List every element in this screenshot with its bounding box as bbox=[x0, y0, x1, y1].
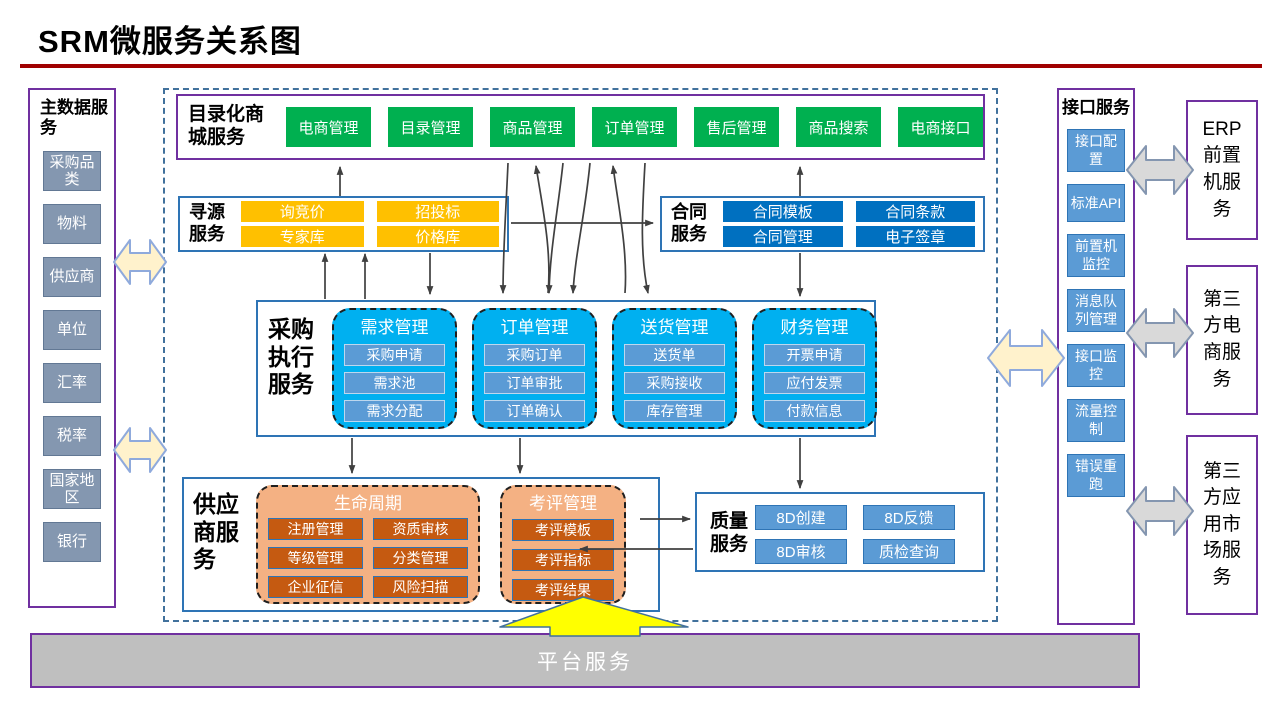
supplier-label: 供应商服务 bbox=[193, 491, 239, 573]
master-data-panel: 主数据服务 采购品类 物料 供应商 单位 汇率 税率 国家地区 银行 bbox=[28, 88, 116, 608]
contract-item: 合同条款 bbox=[855, 201, 975, 222]
group-title: 考评管理 bbox=[529, 494, 597, 513]
lifecycle-group: 生命周期 注册管理 资质审核 等级管理 分类管理 企业征信 风险扫描 bbox=[256, 485, 480, 604]
group-item: 开票申请 bbox=[764, 344, 865, 366]
master-item: 汇率 bbox=[43, 362, 101, 403]
evaluation-group: 考评管理 考评模板 考评指标 考评结果 bbox=[500, 485, 626, 604]
master-data-label: 主数据服务 bbox=[40, 98, 108, 138]
interface-label: 接口服务 bbox=[1062, 98, 1130, 117]
contract-items: 合同模板 合同条款 合同管理 电子签章 bbox=[723, 201, 975, 247]
group-item: 考评指标 bbox=[512, 549, 614, 571]
external-label: 第三方电商服务 bbox=[1202, 288, 1241, 390]
delivery-mgmt-group: 送货管理 送货单 采购接收 库存管理 bbox=[612, 308, 737, 429]
sourcing-label: 寻源服务 bbox=[189, 202, 225, 244]
interface-item: 接口配置 bbox=[1067, 129, 1125, 173]
group-title: 送货管理 bbox=[640, 318, 709, 337]
group-title: 生命周期 bbox=[334, 494, 402, 513]
group-item: 付款信息 bbox=[764, 400, 865, 422]
master-item: 国家地区 bbox=[43, 468, 101, 509]
sourcing-panel: 寻源服务 询竞价 招投标 专家库 价格库 bbox=[178, 196, 509, 252]
group-item: 采购申请 bbox=[344, 344, 445, 366]
erp-frontend-box: ERP前置机服务 bbox=[1186, 100, 1258, 240]
third-party-appmarket-box: 第三方应用市场服务 bbox=[1186, 435, 1258, 615]
group-item: 风险扫描 bbox=[373, 576, 468, 598]
interface-item: 消息队列管理 bbox=[1067, 289, 1125, 333]
supplier-panel: 供应商服务 生命周期 注册管理 资质审核 等级管理 分类管理 企业征信 风险扫描… bbox=[182, 477, 660, 612]
catalog-item: 电商管理 bbox=[286, 107, 371, 147]
platform-bar: 平台服务 bbox=[30, 633, 1140, 688]
quality-item: 8D反馈 bbox=[863, 505, 955, 530]
sourcing-item: 询竞价 bbox=[241, 201, 364, 222]
group-item: 资质审核 bbox=[373, 518, 468, 540]
procurement-exec-panel: 采购执行服务 需求管理 采购申请 需求池 需求分配 订单管理 采购订单 订单审批… bbox=[256, 300, 877, 437]
page-title: SRM微服务关系图 bbox=[38, 24, 302, 59]
group-title: 订单管理 bbox=[500, 318, 569, 337]
catalog-items: 电商管理 目录管理 商品管理 订单管理 售后管理 商品搜索 电商接口 bbox=[286, 107, 983, 147]
catalog-item: 商品搜索 bbox=[796, 107, 881, 147]
catalog-item: 目录管理 bbox=[388, 107, 473, 147]
sourcing-items: 询竞价 招投标 专家库 价格库 bbox=[241, 201, 499, 247]
interface-item: 标准API bbox=[1067, 184, 1125, 223]
group-item: 库存管理 bbox=[624, 400, 725, 422]
gray-double-arrow bbox=[1126, 145, 1194, 536]
catalog-mall-panel: 目录化商城服务 电商管理 目录管理 商品管理 订单管理 售后管理 商品搜索 电商… bbox=[176, 94, 985, 160]
contract-label: 合同服务 bbox=[671, 202, 707, 244]
quality-item: 8D审核 bbox=[755, 539, 847, 564]
order-mgmt-group: 订单管理 采购订单 订单审批 订单确认 bbox=[472, 308, 597, 429]
platform-label: 平台服务 bbox=[537, 650, 633, 674]
catalog-item: 电商接口 bbox=[898, 107, 983, 147]
contract-item: 合同模板 bbox=[723, 201, 843, 222]
demand-mgmt-group: 需求管理 采购申请 需求池 需求分配 bbox=[332, 308, 457, 429]
master-item: 单位 bbox=[43, 309, 101, 350]
catalog-label: 目录化商城服务 bbox=[188, 104, 265, 148]
group-item: 需求池 bbox=[344, 372, 445, 394]
master-item: 税率 bbox=[43, 415, 101, 456]
quality-items: 8D创建 8D反馈 8D审核 质检查询 bbox=[755, 505, 955, 564]
group-item: 考评模板 bbox=[512, 519, 614, 541]
interface-item: 错误重跑 bbox=[1067, 454, 1125, 498]
sourcing-item: 招投标 bbox=[376, 201, 499, 222]
group-item: 需求分配 bbox=[344, 400, 445, 422]
group-item: 应付发票 bbox=[764, 372, 865, 394]
group-item: 考评结果 bbox=[512, 579, 614, 601]
contract-panel: 合同服务 合同模板 合同条款 合同管理 电子签章 bbox=[660, 196, 985, 252]
group-title: 财务管理 bbox=[780, 318, 849, 337]
catalog-item: 商品管理 bbox=[490, 107, 575, 147]
master-item: 供应商 bbox=[43, 256, 101, 297]
contract-item: 合同管理 bbox=[723, 226, 843, 247]
group-item: 企业征信 bbox=[268, 576, 363, 598]
master-item: 物料 bbox=[43, 203, 101, 244]
external-label: ERP前置机服务 bbox=[1202, 118, 1242, 220]
master-item: 采购品类 bbox=[43, 150, 101, 191]
group-item: 送货单 bbox=[624, 344, 725, 366]
group-item: 注册管理 bbox=[268, 518, 363, 540]
catalog-item: 售后管理 bbox=[694, 107, 779, 147]
sourcing-item: 专家库 bbox=[241, 226, 364, 247]
group-item: 采购接收 bbox=[624, 372, 725, 394]
group-item: 订单确认 bbox=[484, 400, 585, 422]
interface-item: 前置机监控 bbox=[1067, 234, 1125, 278]
quality-item: 质检查询 bbox=[863, 539, 955, 564]
group-item: 采购订单 bbox=[484, 344, 585, 366]
sourcing-item: 价格库 bbox=[376, 226, 499, 247]
group-title: 需求管理 bbox=[360, 318, 429, 337]
master-item: 银行 bbox=[43, 521, 101, 562]
group-item: 等级管理 bbox=[268, 547, 363, 569]
interface-item: 接口监控 bbox=[1067, 344, 1125, 388]
contract-item: 电子签章 bbox=[855, 226, 975, 247]
finance-mgmt-group: 财务管理 开票申请 应付发票 付款信息 bbox=[752, 308, 877, 429]
title-divider bbox=[20, 64, 1262, 68]
group-item: 订单审批 bbox=[484, 372, 585, 394]
third-party-ecommerce-box: 第三方电商服务 bbox=[1186, 265, 1258, 415]
procurement-label: 采购执行服务 bbox=[268, 316, 314, 398]
catalog-item: 订单管理 bbox=[592, 107, 677, 147]
interface-panel: 接口服务 接口配置 标准API 前置机监控 消息队列管理 接口监控 流量控制 错… bbox=[1057, 88, 1135, 625]
quality-label: 质量服务 bbox=[710, 511, 749, 555]
quality-item: 8D创建 bbox=[755, 505, 847, 530]
external-label: 第三方应用市场服务 bbox=[1202, 460, 1241, 588]
interface-item: 流量控制 bbox=[1067, 399, 1125, 443]
quality-panel: 质量服务 8D创建 8D反馈 8D审核 质检查询 bbox=[695, 492, 985, 572]
group-item: 分类管理 bbox=[373, 547, 468, 569]
